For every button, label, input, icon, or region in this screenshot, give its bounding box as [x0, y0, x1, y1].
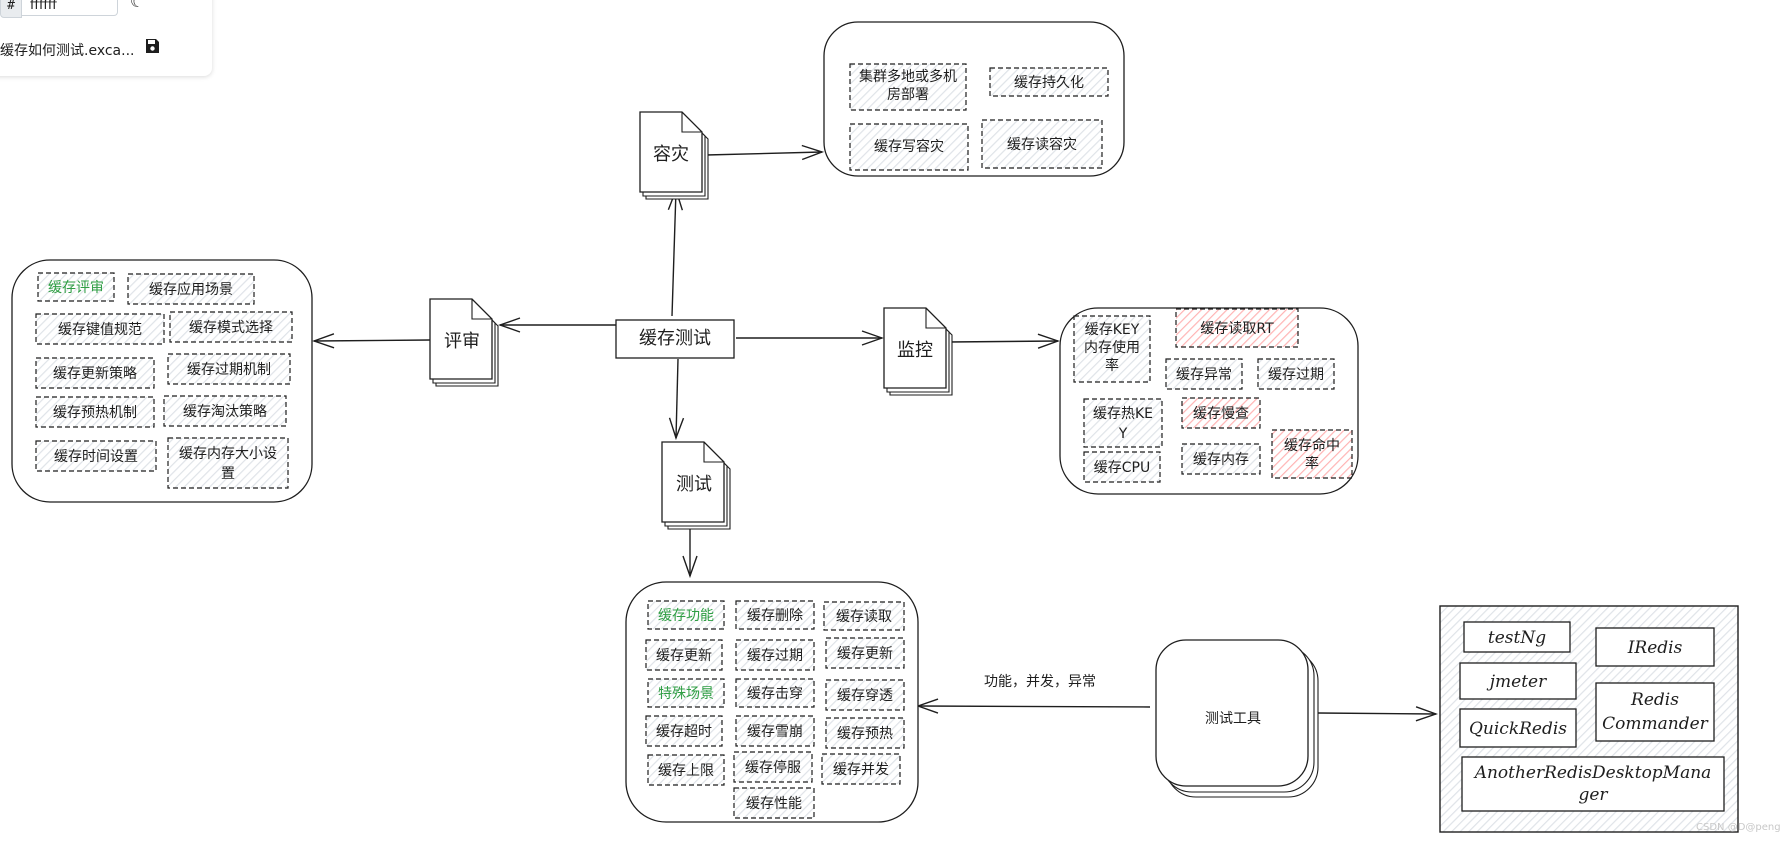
tools-label: 测试工具: [1205, 711, 1261, 727]
test-item: 缓存超时: [656, 724, 712, 740]
monitor-item: 缓存内存: [1193, 452, 1249, 468]
review-box[interactable]: 缓存评审 缓存应用场景 缓存键值规范 缓存模式选择 缓存更新策略 缓存过期机制 …: [11, 259, 313, 503]
disaster-item: 集群多地或多机: [859, 68, 957, 85]
arrow-center-to-test: [676, 358, 678, 438]
tool-item: Redis: [1630, 690, 1679, 710]
save-icon[interactable]: [144, 38, 160, 54]
disaster-item: 缓存写容灾: [874, 138, 944, 155]
arrow-disaster-to-box: [705, 152, 822, 155]
monitor-item: Y: [1118, 426, 1128, 442]
moon-icon[interactable]: ☾: [130, 0, 145, 11]
canvas-background-panel: # ☾ 缓存如何测试.exca...: [0, 0, 212, 76]
monitor-item: 缓存KEY: [1085, 322, 1140, 338]
review-item: 置: [221, 466, 235, 482]
disaster-item: 房部署: [887, 87, 929, 103]
monitor-item: 缓存热KE: [1093, 406, 1153, 422]
monitor-item: 缓存命中: [1284, 437, 1340, 454]
test-item: 缓存预热: [837, 726, 893, 742]
monitor-item: 缓存过期: [1268, 367, 1324, 383]
monitor-box[interactable]: 缓存KEY 内存使用 率 缓存读取RT 缓存异常 缓存过期 缓存热KE Y 缓存…: [1059, 307, 1359, 495]
monitor-item: 缓存CPU: [1094, 460, 1150, 476]
arrow-review-to-box: [314, 340, 431, 341]
background-hex-input[interactable]: [22, 0, 118, 16]
tool-item: AnotherRedisDesktopMana: [1473, 763, 1712, 783]
monitor-item: 率: [1105, 357, 1119, 374]
test-item: 缓存更新: [837, 646, 893, 662]
test-item: 缓存穿透: [837, 688, 893, 704]
branch-monitor[interactable]: 监控: [883, 307, 953, 396]
tool-item: jmeter: [1486, 672, 1547, 692]
test-item: 缓存停服: [745, 759, 801, 776]
review-item: 缓存预热机制: [53, 405, 137, 421]
tools-edge-label: 功能，并发，异常: [984, 674, 1096, 690]
review-item: 缓存模式选择: [189, 320, 273, 336]
arrow-center-to-disaster: [672, 190, 676, 317]
branch-disaster[interactable]: 容灾: [639, 111, 709, 200]
test-item: 缓存读取: [836, 608, 892, 625]
test-item: 缓存删除: [747, 608, 803, 624]
test-item: 缓存并发: [833, 762, 889, 778]
branch-disaster-label: 容灾: [653, 144, 689, 165]
watermark: CSDN @D@peng: [1696, 822, 1781, 833]
file-name[interactable]: 缓存如何测试.exca...: [0, 43, 135, 59]
review-item: 缓存时间设置: [54, 449, 138, 465]
branch-test[interactable]: 测试: [661, 441, 731, 530]
monitor-item: 缓存读取RT: [1200, 320, 1274, 337]
test-item: 缓存雪崩: [747, 724, 803, 740]
branch-review[interactable]: 评审: [429, 298, 499, 387]
tools-node[interactable]: 测试工具: [1155, 639, 1319, 798]
center-node[interactable]: 缓存测试: [615, 319, 735, 359]
tool-item: testNg: [1488, 628, 1546, 648]
monitor-item: 内存使用: [1084, 339, 1140, 356]
tool-list-box[interactable]: testNg IRedis jmeter Redis Commander Qui…: [1439, 605, 1739, 833]
disaster-item: 缓存读容灾: [1007, 136, 1077, 153]
test-box[interactable]: 缓存功能 缓存删除 缓存读取 缓存更新 缓存过期 缓存更新 特殊场景 缓存击穿 …: [625, 581, 919, 823]
test-item: 缓存上限: [658, 763, 714, 779]
disaster-box[interactable]: 集群多地或多机 房部署 缓存持久化 缓存写容灾 缓存读容灾: [823, 21, 1125, 177]
branch-test-label: 测试: [676, 474, 712, 495]
center-label: 缓存测试: [639, 328, 711, 349]
review-item: 缓存过期机制: [187, 362, 271, 378]
test-item: 缓存性能: [746, 796, 802, 812]
tool-item: Commander: [1602, 714, 1709, 734]
review-item: 缓存淘汰策略: [183, 403, 267, 420]
branch-review-label: 评审: [444, 331, 480, 352]
branch-monitor-label: 监控: [897, 340, 933, 361]
review-item: 缓存键值规范: [58, 321, 142, 338]
test-item: 特殊场景: [658, 686, 714, 702]
test-item: 缓存过期: [747, 648, 803, 664]
test-item: 缓存更新: [656, 648, 712, 664]
arrows: [314, 152, 1436, 714]
monitor-item: 率: [1305, 455, 1319, 472]
monitor-item: 缓存慢查: [1193, 405, 1249, 422]
arrow-tools-to-list: [1317, 713, 1436, 714]
monitor-item: 缓存异常: [1176, 367, 1232, 383]
tool-item: ger: [1578, 785, 1608, 805]
review-item: 缓存更新策略: [53, 365, 137, 382]
hash-prefix: #: [0, 0, 22, 18]
review-item: 缓存应用场景: [149, 281, 233, 298]
test-item: 缓存击穿: [747, 686, 803, 702]
review-item: 缓存评审: [48, 280, 104, 296]
disaster-item: 缓存持久化: [1014, 75, 1084, 91]
tool-item: QuickRedis: [1469, 719, 1567, 739]
arrow-monitor-to-box: [947, 341, 1058, 342]
tool-item: IRedis: [1627, 638, 1683, 658]
review-item: 缓存内存大小设: [179, 446, 277, 462]
arrow-tools-to-test: [918, 706, 1151, 707]
test-item: 缓存功能: [658, 608, 714, 624]
